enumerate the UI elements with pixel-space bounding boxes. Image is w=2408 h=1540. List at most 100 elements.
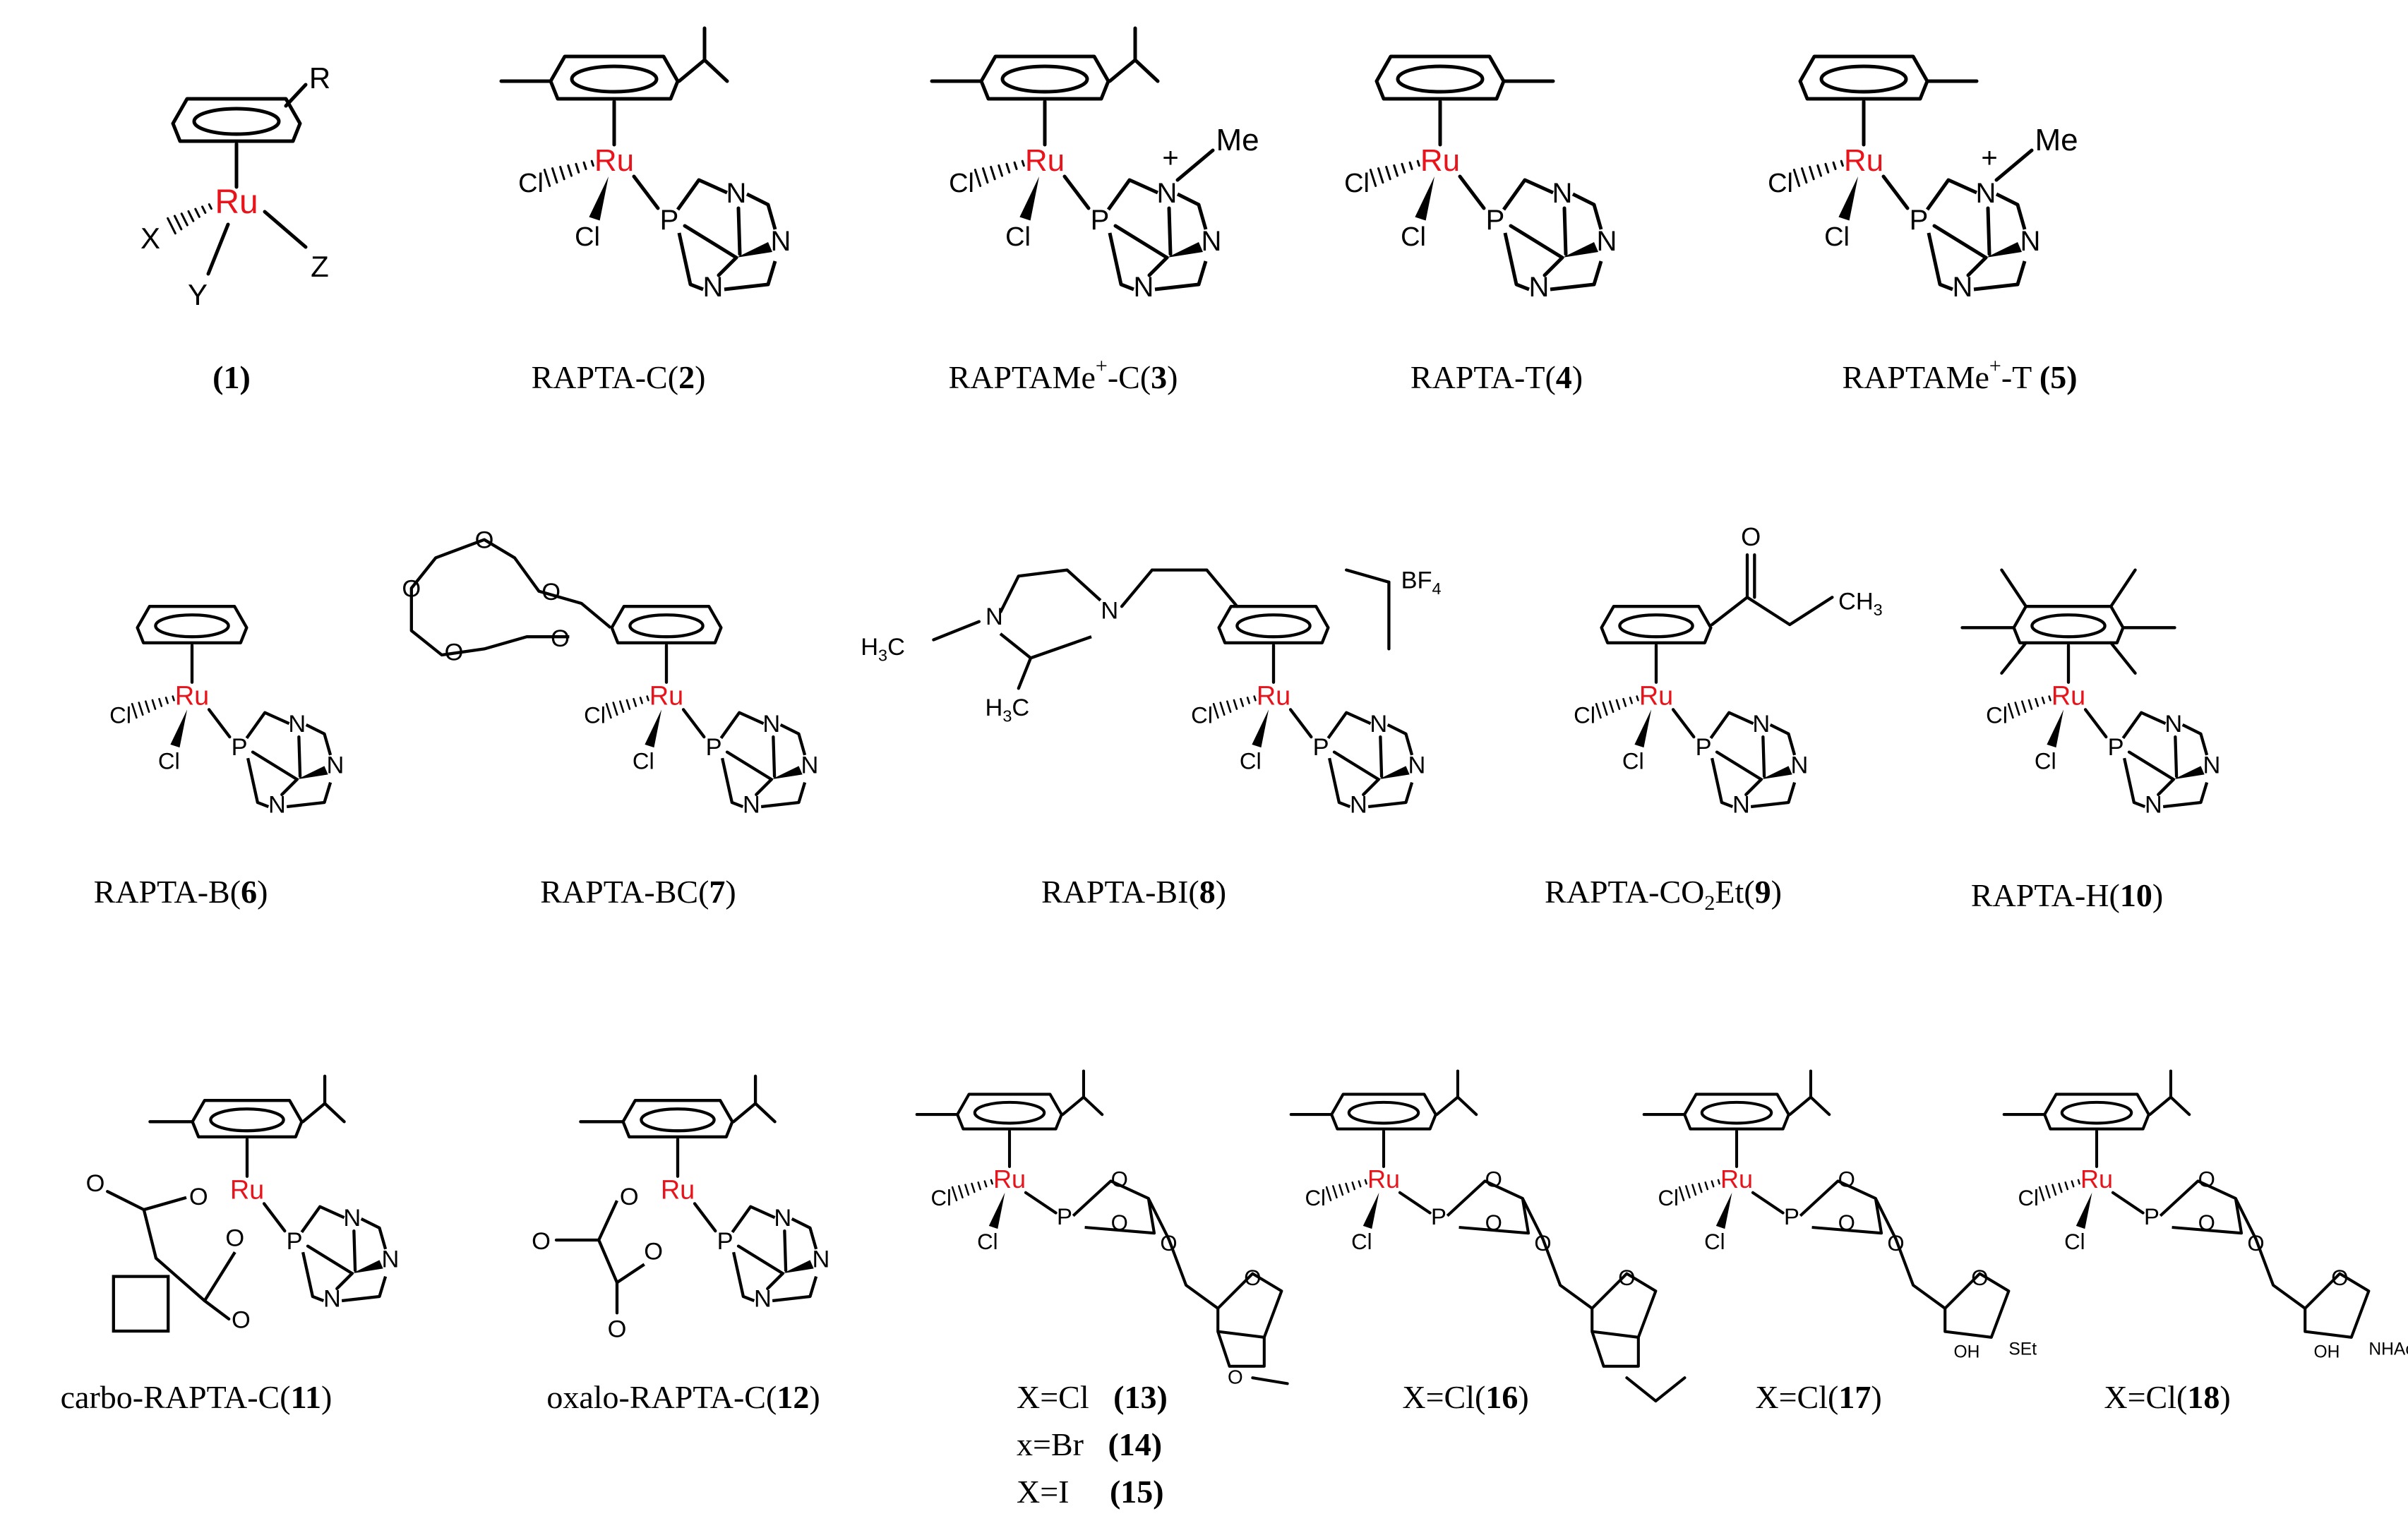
nitrogen-label: N xyxy=(2020,226,2041,257)
cage-bond xyxy=(772,735,777,778)
cage-bond xyxy=(251,750,299,781)
arene-ring xyxy=(1798,54,1929,101)
chloride-label: Cl xyxy=(109,702,131,728)
cage-bond xyxy=(1502,178,1555,211)
solid-wedge-bond xyxy=(1838,176,1858,221)
isopropyl-bond xyxy=(1061,1095,1086,1117)
cage-bond xyxy=(677,232,704,291)
hashed-wedge-bond xyxy=(208,203,212,210)
hashed-wedge-bond xyxy=(194,207,200,218)
solid-wedge-bond xyxy=(1252,709,1269,748)
chloride-label: Cl xyxy=(1191,702,1213,728)
ru-p-bond xyxy=(1024,1191,1058,1215)
cage-bond xyxy=(1543,255,1564,277)
arene-pi-circle xyxy=(973,1100,1046,1125)
oxygen-label: O xyxy=(644,1239,663,1265)
hashed-wedge-bond xyxy=(983,1180,988,1188)
ru-p-bond xyxy=(2083,708,2108,739)
ruthenium-label: Ru xyxy=(993,1165,1026,1193)
phosphorus-label: P xyxy=(660,205,679,236)
methyl-substituent xyxy=(2000,641,2027,675)
caption-c2: RAPTA-C(2) xyxy=(531,359,706,395)
hashed-wedge-bond xyxy=(981,167,989,184)
hashed-wedge-bond xyxy=(2021,700,2027,714)
r-group-label: R xyxy=(309,61,330,95)
cage-wedge xyxy=(1378,766,1410,780)
phosphorus-label: P xyxy=(2144,1203,2160,1229)
nitrogen-label: N xyxy=(1552,178,1573,209)
methyl-group-label: H3C xyxy=(986,694,1030,726)
hashed-wedge-bond xyxy=(1800,167,1808,184)
hashed-wedge-bond xyxy=(2058,1182,2063,1193)
phosphorus-label: P xyxy=(1431,1203,1446,1229)
nitrogen-label: N xyxy=(1408,752,1426,779)
ruthenium-label: Ru xyxy=(1420,143,1460,178)
solid-wedge-bond xyxy=(1362,1192,1379,1229)
hashed-wedge-bond xyxy=(201,205,207,214)
y-ligand-label: Y xyxy=(188,278,208,311)
hashed-wedge-bond xyxy=(1816,164,1822,177)
oxygen-label: O xyxy=(1485,1210,1502,1235)
hashed-wedge-bond xyxy=(1685,1185,1691,1199)
solid-wedge-bond xyxy=(589,176,609,221)
hashed-wedge-bond xyxy=(1416,160,1420,167)
hashed-wedge-bond xyxy=(1840,160,1844,167)
methyl-bond xyxy=(1017,656,1033,690)
cage-bond xyxy=(2181,723,2209,756)
cage-bond xyxy=(683,224,738,260)
chloride-label: Cl xyxy=(584,702,606,728)
cage-bond xyxy=(736,206,742,256)
isopropyl-bond xyxy=(1456,1095,1478,1117)
cage-bond xyxy=(2121,711,2167,740)
isopropyl-bond xyxy=(677,58,707,83)
oxygen-label: O xyxy=(475,527,494,554)
isopropyl-bond xyxy=(702,58,729,83)
hashed-wedge-bond xyxy=(1212,703,1219,719)
methyl-label: Me xyxy=(2035,123,2078,157)
ruthenium-label: Ru xyxy=(175,682,209,711)
oxygen-label: O xyxy=(1111,1167,1128,1192)
nitrogen-label: N xyxy=(1752,711,1770,738)
solid-wedge-bond xyxy=(1715,1192,1732,1229)
acetonide-bond xyxy=(1251,1376,1289,1385)
r-bond xyxy=(284,83,308,108)
chloride-label: Cl xyxy=(1574,702,1595,728)
chloride-label: Cl xyxy=(1305,1186,1326,1210)
nitrogen-label: N xyxy=(1350,792,1367,819)
caption-c4: RAPTA-T(4) xyxy=(1410,359,1583,395)
ruthenium-label: Ru xyxy=(649,682,683,711)
hashed-wedge-bond xyxy=(2071,1180,2075,1188)
oxygen-label: O xyxy=(1160,1231,1177,1256)
oxygen-label: O xyxy=(232,1307,251,1334)
cage-bond xyxy=(301,1251,325,1303)
hashed-wedge-bond xyxy=(1636,695,1639,702)
cage-bond xyxy=(1995,192,2027,230)
cage-bond xyxy=(1386,723,1414,756)
hashed-wedge-bond xyxy=(2048,695,2051,702)
arene-pi-circle xyxy=(2030,613,2107,639)
z-ligand-label: Z xyxy=(311,250,329,283)
cage-bond xyxy=(760,781,807,809)
cage-bond xyxy=(755,778,773,796)
dicarboxylate-chelate xyxy=(142,1196,236,1303)
cage-bond xyxy=(286,781,333,809)
nitrogen-label: N xyxy=(268,792,286,819)
caption-c6: RAPTA-B(6) xyxy=(93,874,268,910)
oxygen-label: O xyxy=(608,1316,627,1343)
hashed-wedge-bond xyxy=(633,697,637,707)
phosphorus-label: P xyxy=(232,734,248,761)
hashed-wedge-bond xyxy=(1005,162,1011,174)
arene-pi-circle xyxy=(192,107,281,136)
methyl-bond xyxy=(1994,148,2034,182)
nitrogen-label: N xyxy=(813,1246,830,1273)
sugar-backbone xyxy=(1874,1198,1946,1310)
alkyl-bond xyxy=(1745,596,1792,627)
cage-bond xyxy=(724,260,777,291)
isopropyl-bond xyxy=(1082,1095,1104,1117)
nitrogen-label: N xyxy=(1976,178,1996,209)
chloride-label: Cl xyxy=(1622,748,1644,774)
